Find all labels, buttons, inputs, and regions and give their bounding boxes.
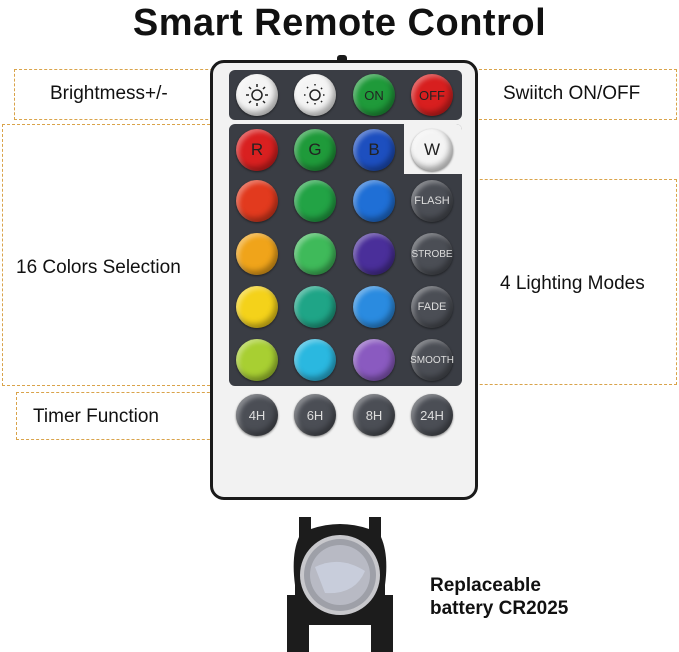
color-button-purple[interactable] <box>353 233 395 275</box>
color-button-blue[interactable] <box>353 180 395 222</box>
colors-label: 16 Colors Selection <box>16 257 181 278</box>
ir-emitter <box>337 55 347 61</box>
off-button[interactable]: OFF <box>411 74 453 116</box>
fade-button[interactable]: FADE <box>411 286 453 328</box>
smooth-button[interactable]: SMOOTH <box>410 339 454 381</box>
sun-icon <box>246 84 268 106</box>
blue-button[interactable]: B <box>353 129 395 171</box>
sun-dim-icon <box>304 84 326 106</box>
timer-6h-button[interactable]: 6H <box>294 394 336 436</box>
timer-8h-button[interactable]: 8H <box>353 394 395 436</box>
on-button[interactable]: ON <box>353 74 395 116</box>
battery-label-line2: battery CR2025 <box>430 598 569 619</box>
strobe-button[interactable]: STROBE <box>411 233 453 275</box>
color-button-orange-red[interactable] <box>236 180 278 222</box>
white-button[interactable]: W <box>411 129 453 171</box>
brightness-up-button[interactable] <box>236 74 278 116</box>
battery-holder-icon <box>287 517 393 652</box>
battery-label: Replaceable battery CR2025 <box>430 574 568 620</box>
color-button-sky-blue[interactable] <box>353 286 395 328</box>
switch-label: Swiitch ON/OFF <box>503 83 641 104</box>
color-button-green[interactable] <box>294 180 336 222</box>
brightness-label: Brightmess+/- <box>50 83 168 104</box>
battery-label-line1: Replaceable <box>430 575 541 596</box>
color-button-light-green[interactable] <box>294 233 336 275</box>
modes-label: 4 Lighting Modes <box>500 273 645 294</box>
color-button-lime[interactable] <box>236 339 278 381</box>
red-button[interactable]: R <box>236 129 278 171</box>
color-button-teal[interactable] <box>294 286 336 328</box>
green-button[interactable]: G <box>294 129 336 171</box>
brightness-down-button[interactable] <box>294 74 336 116</box>
page-title: Smart Remote Control <box>132 2 547 44</box>
color-button-yellow[interactable] <box>236 286 278 328</box>
flash-button[interactable]: FLASH <box>411 180 453 222</box>
color-button-orange[interactable] <box>236 233 278 275</box>
color-button-cyan[interactable] <box>294 339 336 381</box>
timer-4h-button[interactable]: 4H <box>236 394 278 436</box>
color-button-violet[interactable] <box>353 339 395 381</box>
timer-label: Timer Function <box>33 406 159 427</box>
timer-24h-button[interactable]: 24H <box>411 394 453 436</box>
